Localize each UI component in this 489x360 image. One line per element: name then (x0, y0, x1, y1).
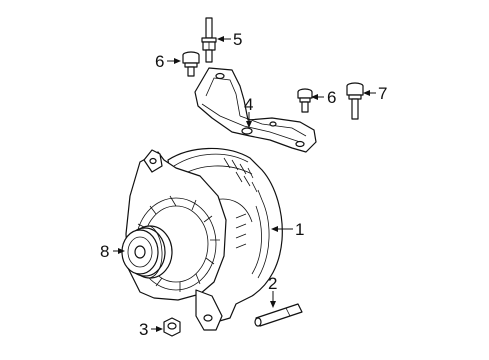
part-2-stud-pin (254, 303, 303, 327)
part-7-bolt (346, 82, 364, 120)
part-6-bolt-left (182, 51, 200, 77)
callout-1: 1 (295, 220, 304, 239)
callout-6-left: 6 (155, 52, 164, 71)
callout-2: 2 (268, 274, 277, 293)
part-5-stud-bolt (201, 17, 217, 63)
callout-3: 3 (139, 320, 148, 339)
callout-5: 5 (233, 30, 242, 49)
callout-4: 4 (244, 95, 253, 114)
callout-7: 7 (378, 84, 387, 103)
part-8-pulley (121, 225, 173, 279)
callout-8: 8 (100, 242, 109, 261)
part-6-bolt-right (297, 88, 313, 113)
callout-labels: 1 2 3 4 5 6 6 7 8 (100, 30, 387, 339)
leader-lines (113, 36, 376, 332)
part-bracket (194, 67, 317, 153)
callout-6-right: 6 (327, 88, 336, 107)
part-3-nut (163, 317, 181, 337)
